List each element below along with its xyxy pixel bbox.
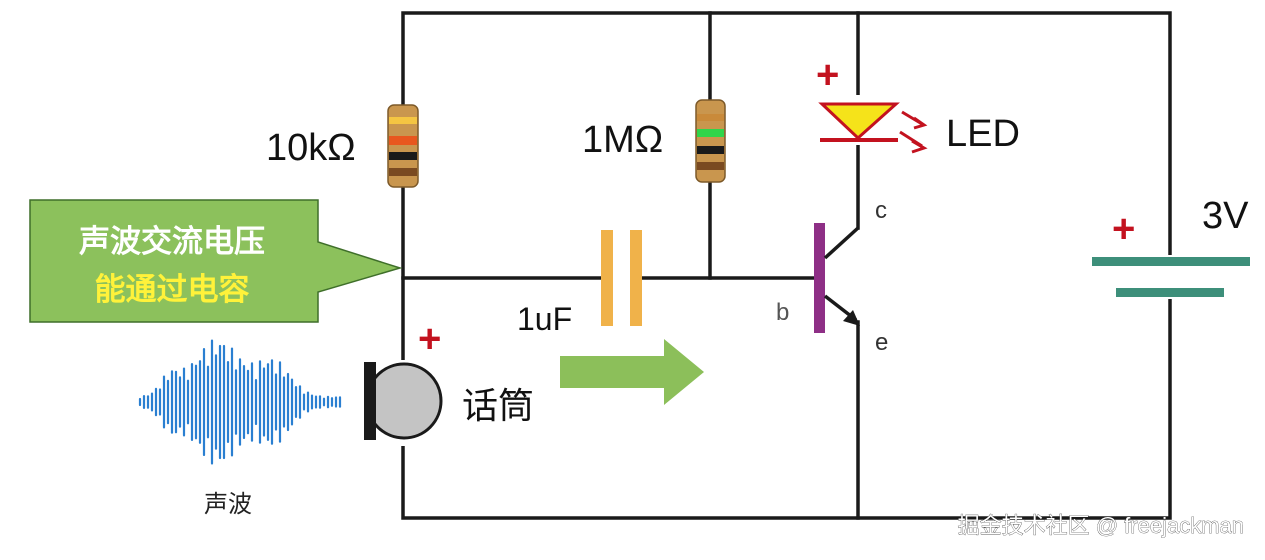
- microphone-label: 话筒: [462, 385, 534, 426]
- microphone: [364, 360, 443, 446]
- sound-wave-icon: [138, 339, 342, 465]
- transistor-base-bar: [814, 223, 825, 333]
- microphone-plate: [364, 362, 376, 440]
- signal-arrow: [560, 339, 704, 405]
- resistor-1m: [695, 99, 726, 183]
- callout: 声波交流电压 能通过电容: [29, 199, 403, 323]
- battery-plate-short: [1116, 288, 1224, 297]
- led-label: LED: [946, 113, 1020, 155]
- transistor: [814, 223, 860, 333]
- battery-plus: +: [1112, 207, 1135, 251]
- transistor-collector-lead: [823, 226, 860, 260]
- callout-line-1: 声波交流电压: [79, 224, 265, 260]
- microphone-plus: +: [418, 317, 441, 361]
- led-triangle: [818, 102, 900, 141]
- transistor-emitter-arrow: [843, 310, 860, 326]
- capacitor-label: 1uF: [517, 301, 572, 337]
- callout-line-2: 能通过电容: [95, 272, 250, 308]
- resistor-1m-band-3: [697, 146, 724, 154]
- led-light-arrowhead-2: [911, 139, 928, 154]
- top-wire: [401, 11, 1172, 520]
- battery-label: 3V: [1202, 195, 1249, 237]
- resistor-10k: [387, 104, 419, 188]
- transistor-emitter-label: e: [875, 329, 888, 356]
- resistor-1m-band-2: [697, 129, 724, 137]
- transistor-collector-label: c: [875, 197, 887, 224]
- led: [818, 95, 928, 154]
- capacitor: [601, 230, 642, 326]
- resistor-10k-band-3: [389, 152, 417, 160]
- microphone-body: [365, 362, 443, 440]
- resistor-1m-band-4: [697, 162, 724, 170]
- capacitor-plate-right: [630, 230, 642, 326]
- callout-bubble: [29, 199, 403, 323]
- resistor-10k-band-4: [389, 168, 417, 176]
- resistor-10k-label: 10kΩ: [266, 127, 356, 169]
- led-plus: +: [816, 53, 839, 97]
- wires: [401, 11, 1172, 520]
- resistor-10k-band-1: [389, 117, 417, 124]
- led-light-arrowhead-1: [913, 116, 928, 130]
- battery: [1092, 255, 1250, 299]
- battery-plate-long: [1092, 257, 1250, 266]
- transistor-base-label: b: [776, 299, 789, 326]
- resistor-1m-band-1: [697, 114, 724, 121]
- watermark: 掘金技术社区 @ freejackman: [958, 513, 1244, 538]
- capacitor-plate-left: [601, 230, 613, 326]
- resistor-1m-label: 1MΩ: [582, 119, 663, 161]
- resistor-10k-band-2: [389, 136, 417, 145]
- sound-wave-label: 声波: [204, 491, 252, 518]
